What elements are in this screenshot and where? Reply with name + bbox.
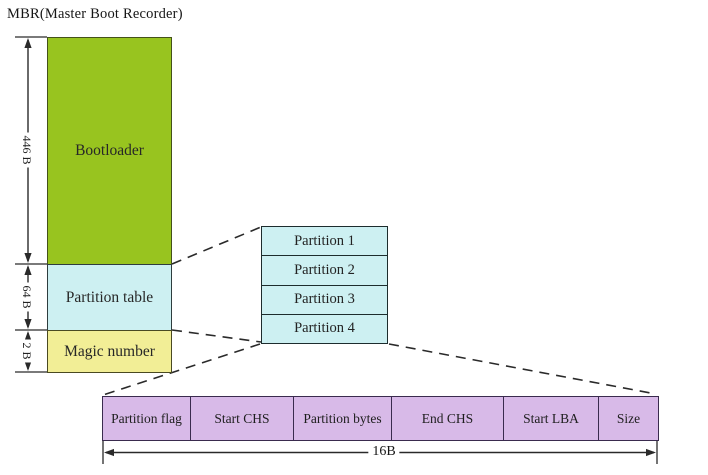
size-label-2b: 2 B (20, 339, 34, 363)
entry-cell-start-lba: Start LBA (503, 397, 598, 440)
size-label-446b: 446 B (20, 132, 34, 168)
bootloader-label: Bootloader (75, 142, 144, 159)
size-label-64b: 64 B (20, 282, 34, 312)
partition-list: Partition 1 Partition 2 Partition 3 Part… (261, 226, 388, 344)
magic-number-block: Magic number (47, 330, 172, 373)
dashed-connectors-list-to-entry (102, 343, 657, 396)
entry-cell-partition-bytes: Partition bytes (293, 397, 391, 440)
partition-3-row: Partition 3 (262, 286, 387, 315)
bootloader-block: Bootloader (47, 37, 172, 265)
partition-entry-row: Partition flag Start CHS Partition bytes… (102, 396, 659, 441)
dimension-ticks (15, 36, 47, 373)
partition-table-block: Partition table (47, 264, 172, 331)
total-width-label: 16B (368, 445, 400, 459)
entry-cell-size: Size (598, 397, 658, 440)
entry-cell-partition-flag: Partition flag (111, 410, 182, 426)
diagram-title: MBR(Master Boot Recorder) (7, 6, 183, 22)
dashed-connectors-table-to-list (171, 226, 262, 343)
entry-cell-start-chs: Start CHS (190, 397, 293, 440)
entry-cell-end-chs: End CHS (391, 397, 503, 440)
partition-2-row: Partition 2 (262, 256, 387, 286)
partition-table-label: Partition table (65, 288, 154, 306)
magic-number-label: Magic number (64, 342, 155, 360)
partition-4-row: Partition 4 (294, 320, 355, 337)
partition-1-row: Partition 1 (262, 227, 387, 257)
